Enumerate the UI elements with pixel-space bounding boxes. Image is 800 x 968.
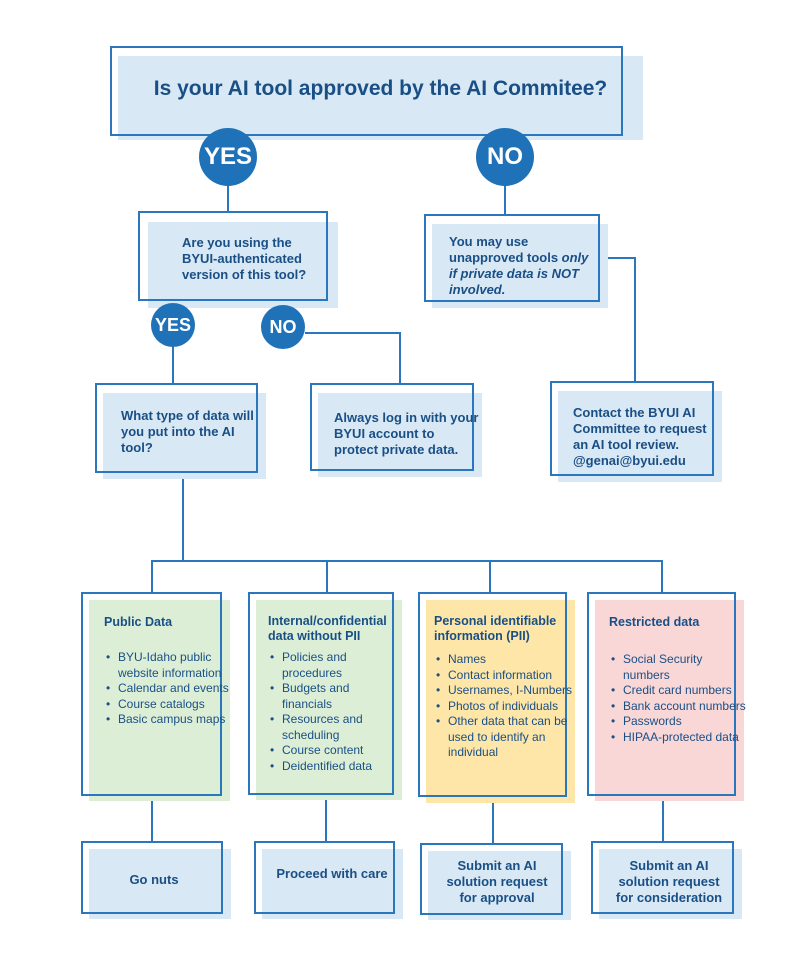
contact-box-fill bbox=[558, 391, 722, 482]
unapproved-emphasis: only if private data is NOT involved. bbox=[449, 250, 589, 297]
title-box-fill bbox=[118, 56, 643, 140]
datatype-box-frame bbox=[95, 383, 258, 473]
login-note: Always log in with your BYUI account to … bbox=[334, 410, 479, 457]
category-list-public: BYU-Idaho public website information Cal… bbox=[104, 650, 230, 728]
list-item: Other data that can be used to identify … bbox=[436, 714, 573, 761]
list-item: Social Security numbers bbox=[611, 652, 748, 683]
list-item: Course catalogs bbox=[106, 697, 230, 713]
outcome-internal-fill bbox=[262, 849, 403, 919]
datatype-box-fill bbox=[103, 393, 266, 479]
no-circle: NO bbox=[476, 128, 534, 186]
list-item: Usernames, I-Numbers bbox=[436, 683, 573, 699]
q2-question: Are you using the BYUI-authenticated ver… bbox=[182, 235, 307, 282]
outcome-pii-frame bbox=[420, 843, 563, 915]
datatype-question: What type of data will you put into the … bbox=[121, 408, 254, 455]
list-item: Contact information bbox=[436, 668, 573, 684]
outcome-restricted: Submit an AI solution request for consid… bbox=[615, 858, 723, 905]
list-item: Credit card numbers bbox=[611, 683, 748, 699]
title-box-frame bbox=[110, 46, 623, 136]
list-item: Passwords bbox=[611, 714, 748, 730]
outcome-pii-fill bbox=[428, 851, 571, 920]
category-title-internal: Internal/confidential data without PII bbox=[268, 614, 387, 643]
list-item: Resources and scheduling bbox=[270, 712, 402, 743]
list-item: Budgets and financials bbox=[270, 681, 402, 712]
login-box-frame bbox=[310, 383, 474, 471]
list-item: Names bbox=[436, 652, 573, 668]
unapproved-box-frame bbox=[424, 214, 600, 302]
outcome-public-frame bbox=[81, 841, 223, 914]
list-item: BYU-Idaho public website information bbox=[106, 650, 230, 681]
outcome-pii: Submit an AI solution request for approv… bbox=[446, 858, 548, 905]
category-list-restricted: Social Security numbers Credit card numb… bbox=[609, 652, 748, 745]
q2-box-frame bbox=[138, 211, 328, 301]
list-item: Policies and procedures bbox=[270, 650, 402, 681]
outcome-restricted-frame bbox=[591, 841, 734, 914]
outcome-public-fill bbox=[89, 849, 231, 919]
outcome-public: Go nuts bbox=[129, 872, 179, 887]
list-item: Bank account numbers bbox=[611, 699, 748, 715]
category-title-public: Public Data bbox=[104, 615, 173, 629]
connector-no-to-login bbox=[305, 332, 401, 384]
outcome-restricted-fill bbox=[599, 849, 742, 919]
list-item: Deidentified data bbox=[270, 759, 402, 775]
no-circle-small: NO bbox=[261, 305, 305, 349]
category-list-internal: Policies and procedures Budgets and fina… bbox=[268, 650, 402, 774]
connector-unapproved-to-contact bbox=[607, 257, 636, 381]
page-title: Is your AI tool approved by the AI Commi… bbox=[153, 77, 608, 100]
category-title-pii: Personal identifiable information (PII) bbox=[434, 614, 557, 643]
unapproved-note: You may use unapproved tools only if pri… bbox=[449, 234, 597, 298]
unapproved-prefix: You may use unapproved tools bbox=[449, 234, 562, 265]
category-list-pii: Names Contact information Usernames, I-N… bbox=[434, 652, 573, 761]
outcome-internal: Proceed with care bbox=[276, 866, 388, 881]
outcome-internal-frame bbox=[254, 841, 395, 914]
unapproved-box-fill bbox=[432, 224, 608, 308]
q2-box-fill bbox=[148, 222, 338, 308]
login-box-fill bbox=[318, 393, 482, 477]
list-item: Photos of individuals bbox=[436, 699, 573, 715]
contact-note: Contact the BYUI AI Committee to request… bbox=[573, 405, 707, 468]
list-item: Calendar and events bbox=[106, 681, 230, 697]
yes-circle: YES bbox=[199, 128, 257, 186]
contact-box-frame bbox=[550, 381, 714, 476]
yes-circle-small: YES bbox=[151, 303, 195, 347]
list-item: Course content bbox=[270, 743, 402, 759]
category-title-restricted: Restricted data bbox=[609, 615, 700, 629]
list-item: Basic campus maps bbox=[106, 712, 230, 728]
list-item: HIPAA-protected data bbox=[611, 730, 748, 746]
